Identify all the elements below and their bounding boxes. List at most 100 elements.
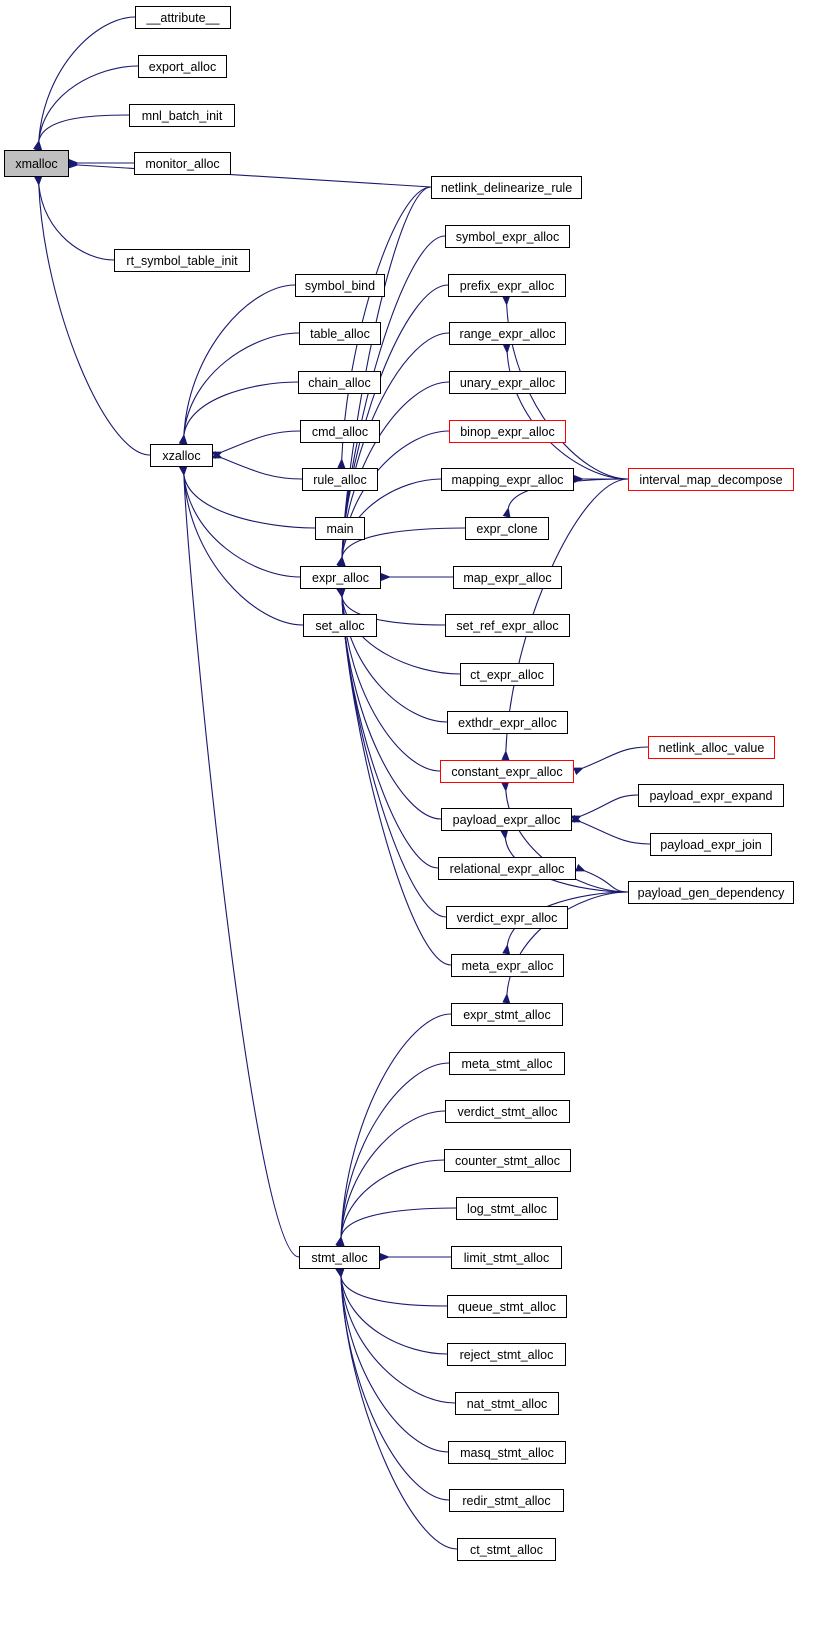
edge-queue_stmt_alloc-to-stmt_alloc <box>335 1267 448 1307</box>
node-mapping-expr-alloc[interactable]: mapping_expr_alloc <box>441 468 574 491</box>
node-interval-map-decompose[interactable]: interval_map_decompose <box>628 468 794 491</box>
node-box <box>438 857 576 880</box>
node-meta-expr-alloc[interactable]: meta_expr_alloc <box>451 954 564 977</box>
node-box <box>302 468 378 491</box>
node-label: payload_gen_dependency <box>638 886 785 900</box>
node-label: payload_expr_join <box>660 838 762 852</box>
node-label: masq_stmt_alloc <box>460 1446 554 1460</box>
edge-attribute-to-xmalloc <box>34 16 136 151</box>
node-box <box>299 322 381 345</box>
node-box <box>453 566 562 589</box>
node-netlink-alloc-value[interactable]: netlink_alloc_value <box>648 736 775 759</box>
edge-payload_expr_join-to-payload_expr_alloc <box>571 814 651 845</box>
node-box <box>449 420 566 443</box>
node-label: limit_stmt_alloc <box>464 1251 549 1265</box>
node-masq-stmt-alloc[interactable]: masq_stmt_alloc <box>448 1441 566 1464</box>
node-expr-clone[interactable]: expr_clone <box>465 517 549 540</box>
node-redir-stmt-alloc[interactable]: redir_stmt_alloc <box>449 1489 564 1512</box>
node-box <box>447 711 568 734</box>
node-range-expr-alloc[interactable]: range_expr_alloc <box>449 322 566 345</box>
node-attribute[interactable]: __attribute__ <box>135 6 231 29</box>
node-table-alloc[interactable]: table_alloc <box>299 322 381 345</box>
node-label: __attribute__ <box>146 11 221 25</box>
node-rt-symbol-table-init[interactable]: rt_symbol_table_init <box>114 249 250 272</box>
node-box <box>445 614 570 637</box>
node-nat-stmt-alloc[interactable]: nat_stmt_alloc <box>455 1392 559 1415</box>
node-ct-stmt-alloc[interactable]: ct_stmt_alloc <box>457 1538 556 1561</box>
edge-verdict_expr_alloc-to-expr_alloc <box>337 587 447 918</box>
node-verdict-stmt-alloc[interactable]: verdict_stmt_alloc <box>445 1100 570 1123</box>
node-label: chain_alloc <box>308 376 371 390</box>
node-verdict-expr-alloc[interactable]: verdict_expr_alloc <box>446 906 568 929</box>
node-box <box>441 468 574 491</box>
node-monitor-alloc[interactable]: monitor_alloc <box>134 152 231 175</box>
node-payload-expr-alloc[interactable]: payload_expr_alloc <box>441 808 572 831</box>
node-cmd-alloc[interactable]: cmd_alloc <box>300 420 380 443</box>
node-box <box>457 1538 556 1561</box>
node-label: rt_symbol_table_init <box>126 254 238 268</box>
node-box <box>451 954 564 977</box>
node-label: unary_expr_alloc <box>460 376 555 390</box>
node-label: netlink_delinearize_rule <box>441 181 572 195</box>
node-ct-expr-alloc[interactable]: ct_expr_alloc <box>460 663 554 686</box>
node-stmt-alloc[interactable]: stmt_alloc <box>299 1246 380 1269</box>
node-box <box>114 249 250 272</box>
node-box <box>299 1246 380 1269</box>
node-meta-stmt-alloc[interactable]: meta_stmt_alloc <box>449 1052 565 1075</box>
node-binop-expr-alloc[interactable]: binop_expr_alloc <box>449 420 566 443</box>
edge-set_ref_expr_alloc-to-expr_alloc <box>336 587 446 626</box>
node-label: map_expr_alloc <box>463 571 551 585</box>
node-unary-expr-alloc[interactable]: unary_expr_alloc <box>449 371 566 394</box>
node-label: nat_stmt_alloc <box>467 1397 548 1411</box>
node-mnl-batch-init[interactable]: mnl_batch_init <box>129 104 235 127</box>
node-set-alloc[interactable]: set_alloc <box>303 614 377 637</box>
node-limit-stmt-alloc[interactable]: limit_stmt_alloc <box>451 1246 562 1269</box>
node-netlink-delinearize-rule[interactable]: netlink_delinearize_rule <box>431 176 582 199</box>
node-label: counter_stmt_alloc <box>455 1154 560 1168</box>
node-label: redir_stmt_alloc <box>462 1494 550 1508</box>
node-payload-expr-join[interactable]: payload_expr_join <box>650 833 772 856</box>
node-exthdr-expr-alloc[interactable]: exthdr_expr_alloc <box>447 711 568 734</box>
node-prefix-expr-alloc[interactable]: prefix_expr_alloc <box>448 274 566 297</box>
node-constant-expr-alloc[interactable]: constant_expr_alloc <box>440 760 574 783</box>
node-box <box>456 1197 558 1220</box>
node-label: constant_expr_alloc <box>451 765 562 779</box>
node-box <box>628 881 794 904</box>
node-label: stmt_alloc <box>311 1251 367 1265</box>
node-box <box>448 274 566 297</box>
node-label: table_alloc <box>310 327 370 341</box>
node-expr-stmt-alloc[interactable]: expr_stmt_alloc <box>451 1003 563 1026</box>
node-reject-stmt-alloc[interactable]: reject_stmt_alloc <box>447 1343 566 1366</box>
node-label: expr_clone <box>476 522 537 536</box>
node-chain-alloc[interactable]: chain_alloc <box>298 371 381 394</box>
node-map-expr-alloc[interactable]: map_expr_alloc <box>453 566 562 589</box>
node-label: expr_stmt_alloc <box>463 1008 551 1022</box>
node-box <box>4 150 69 177</box>
node-payload-expr-expand[interactable]: payload_expr_expand <box>638 784 784 807</box>
node-main[interactable]: main <box>315 517 365 540</box>
node-box <box>465 517 549 540</box>
edge-netlink_delinearize_rule-to-xmalloc <box>68 160 432 188</box>
edge-set_alloc-to-xzalloc <box>179 465 304 626</box>
edge-meta_stmt_alloc-to-stmt_alloc <box>336 1062 450 1247</box>
node-expr-alloc[interactable]: expr_alloc <box>300 566 381 589</box>
node-xzalloc[interactable]: xzalloc <box>150 444 213 467</box>
node-box <box>134 152 231 175</box>
node-export-alloc[interactable]: export_alloc <box>138 55 227 78</box>
edge-xzalloc-to-xmalloc <box>34 175 151 456</box>
node-box <box>138 55 227 78</box>
node-label: main <box>326 522 353 536</box>
node-counter-stmt-alloc[interactable]: counter_stmt_alloc <box>444 1149 571 1172</box>
node-payload-gen-dependency[interactable]: payload_gen_dependency <box>628 881 794 904</box>
node-log-stmt-alloc[interactable]: log_stmt_alloc <box>456 1197 558 1220</box>
node-box <box>447 1343 566 1366</box>
node-queue-stmt-alloc[interactable]: queue_stmt_alloc <box>447 1295 567 1318</box>
node-box <box>650 833 772 856</box>
node-rule-alloc[interactable]: rule_alloc <box>302 468 378 491</box>
node-set-ref-expr-alloc[interactable]: set_ref_expr_alloc <box>445 614 570 637</box>
node-symbol-expr-alloc[interactable]: symbol_expr_alloc <box>445 225 570 248</box>
edge-counter_stmt_alloc-to-stmt_alloc <box>336 1159 445 1247</box>
node-label: set_alloc <box>315 619 364 633</box>
node-symbol-bind[interactable]: symbol_bind <box>295 274 385 297</box>
node-relational-expr-alloc[interactable]: relational_expr_alloc <box>438 857 576 880</box>
